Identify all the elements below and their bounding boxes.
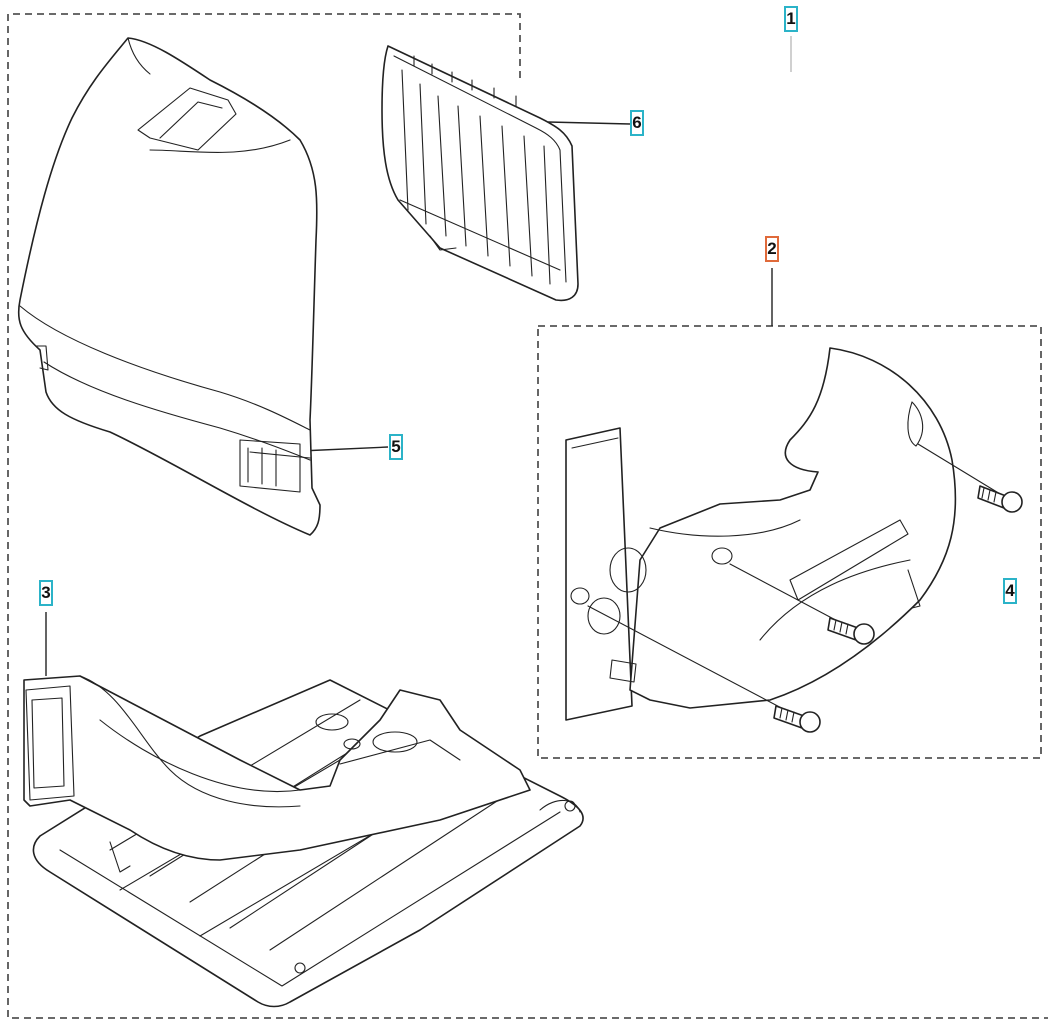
callout-4: 4 <box>1003 578 1017 604</box>
callout-6: 6 <box>630 110 644 136</box>
leader-line-5 <box>299 446 389 452</box>
screw-middle <box>827 617 875 645</box>
screw-top <box>977 485 1023 513</box>
screw-bottom <box>773 705 821 733</box>
callout-1: 1 <box>784 6 798 32</box>
cylinder-cover-part <box>17 37 321 536</box>
side-cover-part <box>565 347 1023 733</box>
grille-part <box>381 45 579 302</box>
assembly-boundary <box>7 13 1048 1019</box>
callout-5: 5 <box>389 434 403 460</box>
leader-line-6 <box>547 121 631 125</box>
base-plate-part <box>23 675 584 1008</box>
callout-2: 2 <box>765 236 779 262</box>
callout-3: 3 <box>39 580 53 606</box>
